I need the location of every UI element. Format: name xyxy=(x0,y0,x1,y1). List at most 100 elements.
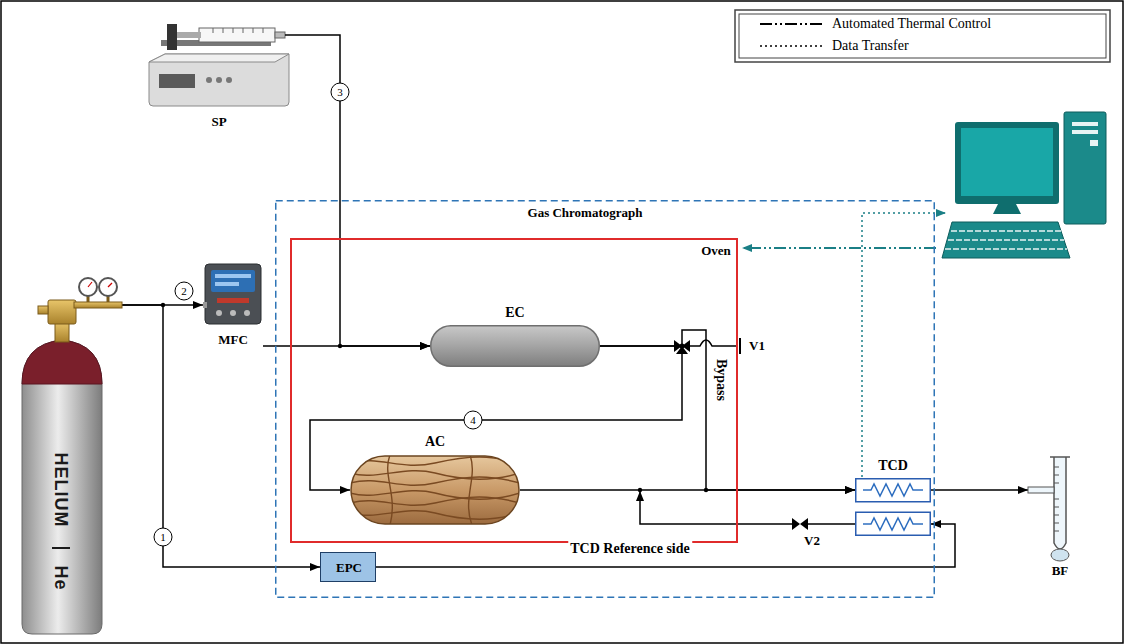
computer-icon xyxy=(993,204,1021,214)
valve-label: V1 xyxy=(749,339,765,354)
syringe-pump-icon xyxy=(159,74,195,88)
region-outline xyxy=(276,201,935,598)
computer-icon xyxy=(945,231,1067,249)
column-shape xyxy=(430,325,600,367)
column-shape xyxy=(351,456,519,524)
flow-line xyxy=(520,489,855,491)
gas-cylinder-icon xyxy=(52,547,70,549)
data-transfer-line xyxy=(862,213,946,477)
legend-frame xyxy=(760,45,822,47)
detector-cells xyxy=(856,512,931,535)
computer-icon xyxy=(1072,122,1098,126)
tee-junction xyxy=(161,303,165,307)
gas-cylinder-icon xyxy=(55,322,69,342)
column-shape xyxy=(351,477,519,485)
flow-line xyxy=(600,330,855,490)
detector-cells xyxy=(856,479,931,502)
node-label: Oven xyxy=(701,244,731,259)
legend-frame xyxy=(735,10,1110,62)
region-outline xyxy=(275,200,935,598)
three-way-valve xyxy=(674,340,690,354)
callout-number: 4 xyxy=(464,411,483,430)
line-label: TCD Reference side xyxy=(568,541,692,557)
column-shape xyxy=(351,511,519,519)
syringe-pump-icon xyxy=(173,32,201,38)
vent-cap xyxy=(739,338,741,354)
legend-frame xyxy=(739,14,1106,58)
gas-cylinder-icon xyxy=(99,278,117,296)
callout-number: 3 xyxy=(331,83,350,102)
computer-icon xyxy=(942,112,1106,258)
flow-controller-icon xyxy=(217,298,249,303)
callout-number: 1 xyxy=(154,528,173,547)
two-way-valve xyxy=(800,518,808,530)
column-shape xyxy=(351,457,519,465)
flow-controller-icon xyxy=(203,302,207,308)
detector-cells xyxy=(863,484,923,496)
reference-return-line xyxy=(640,491,855,524)
node-label: TCD xyxy=(878,458,908,474)
legend-frame xyxy=(735,10,1110,62)
node-label: AC xyxy=(425,434,445,450)
oven-outline xyxy=(291,239,737,542)
detector-cells xyxy=(855,478,931,536)
node-label: He xyxy=(51,565,72,590)
computer-icon xyxy=(1090,140,1098,146)
flow-line xyxy=(931,489,1028,491)
computer-icon xyxy=(955,122,1059,204)
column-shape xyxy=(431,326,600,367)
flowmeter-icon xyxy=(1054,457,1066,549)
syringe-pump-icon xyxy=(206,77,212,83)
node-label: Gas Chromatograph xyxy=(528,206,643,221)
syringe-pump-icon xyxy=(213,28,263,33)
bubble-flowmeter: BF xyxy=(1028,455,1088,580)
syringe-pump-icon xyxy=(285,34,295,36)
syringe-pump-icon xyxy=(199,28,275,42)
helium-cylinder: HELIUMHe xyxy=(18,272,122,636)
detector-cells xyxy=(863,518,923,530)
computer-icon xyxy=(961,128,1053,196)
flow-controller-icon xyxy=(215,274,251,278)
column-shape xyxy=(388,456,393,524)
two-way-valve xyxy=(792,518,808,530)
detector-box: TCD xyxy=(855,478,931,536)
gas-cylinder-icon xyxy=(79,278,97,296)
tee-junction xyxy=(161,303,708,492)
column-shape xyxy=(351,456,519,524)
syringe-pump-icon xyxy=(149,54,289,62)
flowmeter-icon xyxy=(1054,467,1059,531)
syringe-pump-icon xyxy=(226,77,232,83)
flowmeter-icon xyxy=(1028,455,1088,563)
gas-cylinder-icon xyxy=(88,282,92,287)
syringe-pump: SP xyxy=(143,18,295,132)
flowmeter-icon xyxy=(1051,549,1069,561)
flow-controller-icon xyxy=(244,310,250,316)
callout-number: 2 xyxy=(175,282,194,301)
column-shape xyxy=(469,456,473,524)
column-shape xyxy=(351,456,519,524)
gas-cylinder-icon xyxy=(22,340,102,634)
column-shape xyxy=(351,497,519,505)
tee-junction xyxy=(338,344,342,348)
node-label: MFC xyxy=(218,333,248,348)
oven-region: Oven EC AC xyxy=(290,238,738,543)
instrument-region: Gas Chromatograph Oven EC AC TCD EPC xyxy=(275,200,935,598)
node-label: SP xyxy=(211,115,226,130)
gas-cylinder-icon xyxy=(74,302,122,308)
column-capsule: EC xyxy=(430,325,600,367)
gas-cylinder-icon xyxy=(22,340,102,384)
computer-icon xyxy=(1072,130,1098,134)
syringe-pump-icon xyxy=(167,24,177,50)
flow-controller-icon xyxy=(211,270,255,292)
flow-line xyxy=(263,345,430,347)
controller-box: EPC xyxy=(320,552,376,582)
mass-flow-controller: MFC xyxy=(203,262,263,350)
computer-icon xyxy=(942,222,1070,258)
column-capsule: AC xyxy=(350,455,520,525)
syringe-pump-icon xyxy=(216,77,222,83)
syringe-pump-icon xyxy=(149,54,289,106)
node-label: BF xyxy=(1052,564,1069,579)
syringe-pump-icon xyxy=(143,18,295,110)
